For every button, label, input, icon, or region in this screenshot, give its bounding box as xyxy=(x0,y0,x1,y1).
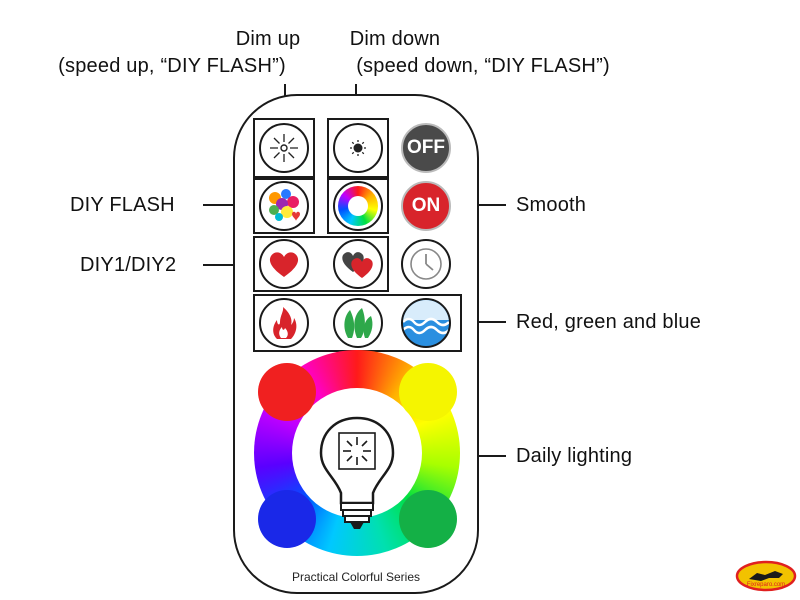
on-button[interactable]: ON xyxy=(401,181,451,231)
light-bulb-icon xyxy=(319,416,395,529)
dim-up-frame xyxy=(253,118,315,178)
dim-up-label: Dim up xyxy=(235,28,301,50)
timer-button[interactable] xyxy=(401,239,451,289)
wave-icon xyxy=(403,300,449,335)
daily-lighting-label: Daily lighting xyxy=(516,445,633,467)
double-heart-icon xyxy=(342,252,373,278)
svg-text:Fixreparo.com: Fixreparo.com xyxy=(747,582,785,588)
diy-flash-button[interactable] xyxy=(259,181,309,231)
clock-icon xyxy=(410,248,442,280)
dim-down-label: Dim down xyxy=(349,28,441,50)
on-button-label: ON xyxy=(411,195,441,216)
leaf-icon xyxy=(344,308,373,338)
daily-lighting-button[interactable] xyxy=(317,415,397,545)
diy-frame xyxy=(253,236,389,292)
heart-icon xyxy=(269,252,299,277)
dim-down-frame xyxy=(327,118,389,178)
sun-small-icon xyxy=(350,140,366,156)
green-button[interactable] xyxy=(333,298,383,348)
blue-button[interactable] xyxy=(401,298,451,348)
diy-flash-label: DIY FLASH xyxy=(70,194,175,216)
diy1-diy2-label: DIY1/DIY2 xyxy=(80,254,177,276)
off-button[interactable]: OFF xyxy=(401,123,451,173)
dim-up-button[interactable] xyxy=(259,123,309,173)
smooth-button[interactable] xyxy=(333,181,383,231)
dim-up-sublabel: (speed up, “DIY FLASH”) xyxy=(58,55,286,77)
red-button[interactable] xyxy=(259,298,309,348)
smooth-label: Smooth xyxy=(516,194,587,216)
color-dots-icon xyxy=(269,189,300,221)
dim-down-button[interactable] xyxy=(333,123,383,173)
dim-down-sublabel: (speed down, “DIY FLASH”) xyxy=(356,55,610,77)
diy1-button[interactable] xyxy=(259,239,309,289)
green-color-button[interactable] xyxy=(399,490,457,548)
blue-color-button[interactable] xyxy=(258,490,316,548)
flame-icon xyxy=(273,307,297,339)
color-ring-icon xyxy=(338,186,378,226)
diy2-button[interactable] xyxy=(333,239,383,289)
fixreparo-logo: Fixreparo.com xyxy=(735,560,797,592)
diy-flash-frame xyxy=(253,178,315,234)
off-button-label: OFF xyxy=(407,137,445,158)
red-color-button[interactable] xyxy=(258,363,316,421)
series-label: Practical Colorful Series xyxy=(291,570,421,584)
smooth-frame xyxy=(327,178,389,234)
sun-large-icon xyxy=(270,134,298,162)
rgb-label: Red, green and blue xyxy=(516,311,702,333)
yellow-color-button[interactable] xyxy=(399,363,457,421)
